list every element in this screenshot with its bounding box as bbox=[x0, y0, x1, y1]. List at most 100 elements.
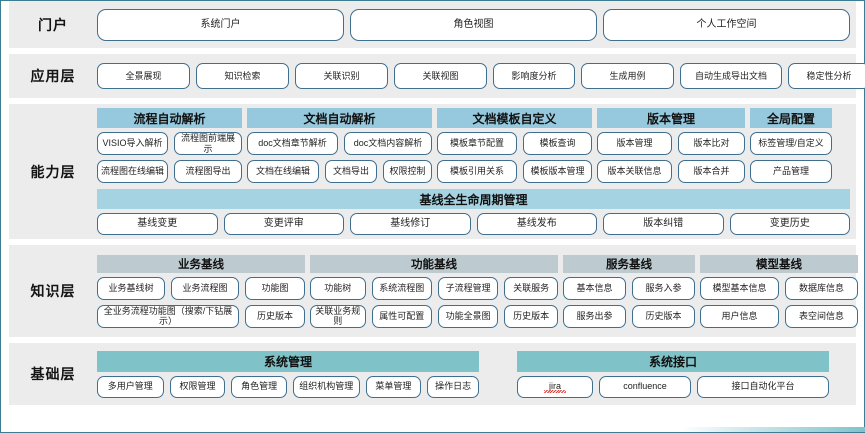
knowledge-cell[interactable]: 功能树 bbox=[310, 276, 366, 300]
lifecycle-item-2[interactable]: 基线修订 bbox=[350, 213, 471, 235]
base-cell[interactable]: confluence bbox=[599, 375, 691, 398]
base-cell[interactable]: 权限管理 bbox=[169, 375, 226, 398]
portal-item-1[interactable]: 角色视图 bbox=[350, 8, 597, 41]
knowledge-cell[interactable]: 系统流程图 bbox=[371, 276, 432, 300]
knowledge-cell[interactable]: 服务出参 bbox=[563, 304, 626, 328]
knowledge-cell[interactable]: 功能全景图 bbox=[437, 304, 499, 328]
capability-group-0-row-0: VISIO导入解析 流程图前端展示 bbox=[97, 132, 242, 155]
base-group-0: 系统管理 多用户管理 权限管理 角色管理 组织机构管理 菜单管理 操作日志 bbox=[97, 350, 479, 398]
capability-cell[interactable]: 版本比对 bbox=[678, 132, 745, 155]
knowledge-cell[interactable]: 业务基线树 bbox=[97, 276, 165, 300]
capability-cell[interactable]: 权限控制 bbox=[383, 160, 432, 183]
app-item-7[interactable]: 稳定性分析 bbox=[788, 63, 865, 89]
layer-label-base: 基础层 bbox=[30, 366, 76, 382]
app-item-2[interactable]: 关联识别 bbox=[295, 63, 388, 89]
capability-cell[interactable]: 流程图在线编辑 bbox=[97, 160, 168, 183]
baseline-lifecycle: 基线全生命周期管理 基线变更 变更评审 基线修订 基线发布 版本纠错 变更历史 bbox=[97, 189, 850, 235]
layer-band-portal: 门户 系统门户 角色视图 个人工作空间 bbox=[9, 1, 856, 48]
lifecycle-item-3[interactable]: 基线发布 bbox=[476, 213, 597, 235]
capability-cell[interactable]: 标签管理/自定义 bbox=[750, 132, 832, 155]
layer-body-capability: 流程自动解析 VISIO导入解析 流程图前端展示 流程图在线编辑 流程图导出 bbox=[97, 103, 856, 240]
capability-cell[interactable]: 流程图导出 bbox=[174, 160, 242, 183]
knowledge-group-0-row-1: 全业务流程功能图（搜索/下钻展示） 历史版本 bbox=[97, 304, 305, 328]
portal-item-0[interactable]: 系统门户 bbox=[97, 8, 344, 41]
capability-cell[interactable]: 版本合并 bbox=[678, 160, 745, 183]
capability-cell[interactable]: 产品管理 bbox=[750, 160, 832, 183]
base-cell[interactable]: 组织机构管理 bbox=[292, 375, 360, 398]
bottom-accent-bar bbox=[681, 427, 865, 432]
base-cell[interactable]: 菜单管理 bbox=[365, 375, 422, 398]
base-cell[interactable]: 操作日志 bbox=[427, 375, 479, 398]
capability-group-0: 流程自动解析 VISIO导入解析 流程图前端展示 流程图在线编辑 流程图导出 bbox=[97, 108, 242, 183]
capability-cell[interactable]: VISIO导入解析 bbox=[97, 132, 168, 155]
baseline-lifecycle-row: 基线变更 变更评审 基线修订 基线发布 版本纠错 变更历史 bbox=[97, 213, 850, 235]
capability-cell[interactable]: 版本关联信息 bbox=[597, 160, 672, 183]
capability-cell[interactable]: 模板查询 bbox=[523, 132, 592, 155]
capability-cell[interactable]: 版本管理 bbox=[597, 132, 672, 155]
layer-body-application: 全景展现 知识检索 关联识别 关联视图 影响度分析 生成用例 自动生成导出文档 … bbox=[97, 58, 865, 94]
layer-band-capability: 能力层 流程自动解析 VISIO导入解析 流程图前端展示 流程图在线编辑 流程图… bbox=[9, 104, 856, 239]
base-groups: 系统管理 多用户管理 权限管理 角色管理 组织机构管理 菜单管理 操作日志 bbox=[97, 350, 850, 398]
app-item-5[interactable]: 生成用例 bbox=[581, 63, 674, 89]
capability-cell[interactable]: 流程图前端展示 bbox=[174, 132, 242, 155]
knowledge-cell[interactable]: 功能图 bbox=[245, 276, 305, 300]
capability-cell[interactable]: doc文档章节解析 bbox=[247, 132, 338, 155]
knowledge-cell[interactable]: 数据库信息 bbox=[785, 276, 858, 300]
layer-body-knowledge: 业务基线 业务基线树 业务流程图 功能图 全业务流程功能图（搜索/下钻展示） 历… bbox=[97, 250, 864, 333]
knowledge-cell[interactable]: 服务入参 bbox=[632, 276, 695, 300]
knowledge-cell[interactable]: 关联服务 bbox=[504, 276, 558, 300]
base-groups-spacer bbox=[479, 351, 517, 398]
app-item-6[interactable]: 自动生成导出文档 bbox=[680, 63, 782, 89]
base-cell[interactable]: 接口自动化平台 bbox=[697, 375, 829, 398]
capability-cell[interactable]: 模板版本管理 bbox=[523, 160, 592, 183]
layer-label-application: 应用层 bbox=[30, 68, 76, 84]
app-item-1[interactable]: 知识检索 bbox=[196, 63, 289, 89]
app-item-3[interactable]: 关联视图 bbox=[394, 63, 487, 89]
capability-group-0-row-1: 流程图在线编辑 流程图导出 bbox=[97, 160, 242, 183]
capability-group-2-title: 文档模板自定义 bbox=[437, 108, 592, 128]
capability-cell[interactable]: doc文档内容解析 bbox=[344, 132, 432, 155]
knowledge-cell[interactable]: 子流程管理 bbox=[437, 276, 499, 300]
base-cell-jira[interactable]: jira bbox=[517, 375, 593, 398]
lifecycle-item-1[interactable]: 变更评审 bbox=[223, 213, 344, 235]
base-cell[interactable]: 角色管理 bbox=[231, 375, 287, 398]
capability-group-3-title: 版本管理 bbox=[597, 108, 745, 128]
knowledge-group-3-row-1: 用户信息 表空间信息 bbox=[700, 304, 858, 328]
knowledge-group-1-title: 功能基线 bbox=[310, 254, 558, 273]
knowledge-group-2-cells: 基本信息 服务入参 服务出参 历史版本 bbox=[563, 276, 695, 328]
knowledge-cell[interactable]: 历史版本 bbox=[245, 304, 305, 328]
knowledge-cell[interactable]: 属性可配置 bbox=[371, 304, 432, 328]
knowledge-cell[interactable]: 模型基本信息 bbox=[700, 276, 779, 300]
capability-cell[interactable]: 文档导出 bbox=[325, 160, 377, 183]
knowledge-cell[interactable]: 历史版本 bbox=[504, 304, 558, 328]
app-item-4[interactable]: 影响度分析 bbox=[493, 63, 575, 89]
knowledge-cell[interactable]: 用户信息 bbox=[700, 304, 779, 328]
knowledge-cell[interactable]: 全业务流程功能图（搜索/下钻展示） bbox=[97, 304, 239, 328]
knowledge-cell[interactable]: 历史版本 bbox=[632, 304, 695, 328]
layer-band-base: 基础层 系统管理 多用户管理 权限管理 角色管理 组织机构管理 菜单管理 操作日… bbox=[9, 343, 856, 405]
app-item-0[interactable]: 全景展现 bbox=[97, 63, 190, 89]
knowledge-group-2-row-0: 基本信息 服务入参 bbox=[563, 276, 695, 300]
capability-group-3: 版本管理 版本管理 版本比对 版本关联信息 版本合并 bbox=[597, 108, 745, 183]
layer-band-knowledge: 知识层 业务基线 业务基线树 业务流程图 功能图 全业务流程功能图（搜索/下钻展… bbox=[9, 245, 858, 337]
portal-item-2[interactable]: 个人工作空间 bbox=[603, 8, 850, 41]
layer-label-capability: 能力层 bbox=[30, 163, 76, 180]
capability-group-2: 文档模板自定义 模板章节配置 模板查询 模板引用关系 模板版本管理 bbox=[437, 108, 592, 183]
capability-cell[interactable]: 文档在线编辑 bbox=[247, 160, 319, 183]
base-cell[interactable]: 多用户管理 bbox=[97, 375, 164, 398]
lifecycle-item-5[interactable]: 变更历史 bbox=[729, 213, 850, 235]
knowledge-cell[interactable]: 关联业务规则 bbox=[310, 304, 366, 328]
lifecycle-item-0[interactable]: 基线变更 bbox=[97, 213, 218, 235]
capability-cell[interactable]: 模板章节配置 bbox=[437, 132, 517, 155]
knowledge-group-3-cells: 模型基本信息 数据库信息 用户信息 表空间信息 bbox=[700, 276, 858, 328]
capability-cell[interactable]: 模板引用关系 bbox=[437, 160, 517, 183]
layer-body-portal: 系统门户 角色视图 个人工作空间 bbox=[97, 4, 856, 46]
knowledge-cell[interactable]: 业务流程图 bbox=[171, 276, 239, 300]
knowledge-group-0-title: 业务基线 bbox=[97, 254, 305, 273]
knowledge-cell[interactable]: 表空间信息 bbox=[785, 304, 858, 328]
capability-group-4-row-0: 标签管理/自定义 bbox=[750, 132, 832, 155]
knowledge-cell[interactable]: 基本信息 bbox=[563, 276, 626, 300]
lifecycle-item-4[interactable]: 版本纠错 bbox=[603, 213, 724, 235]
layer-body-base: 系统管理 多用户管理 权限管理 角色管理 组织机构管理 菜单管理 操作日志 bbox=[97, 346, 856, 403]
